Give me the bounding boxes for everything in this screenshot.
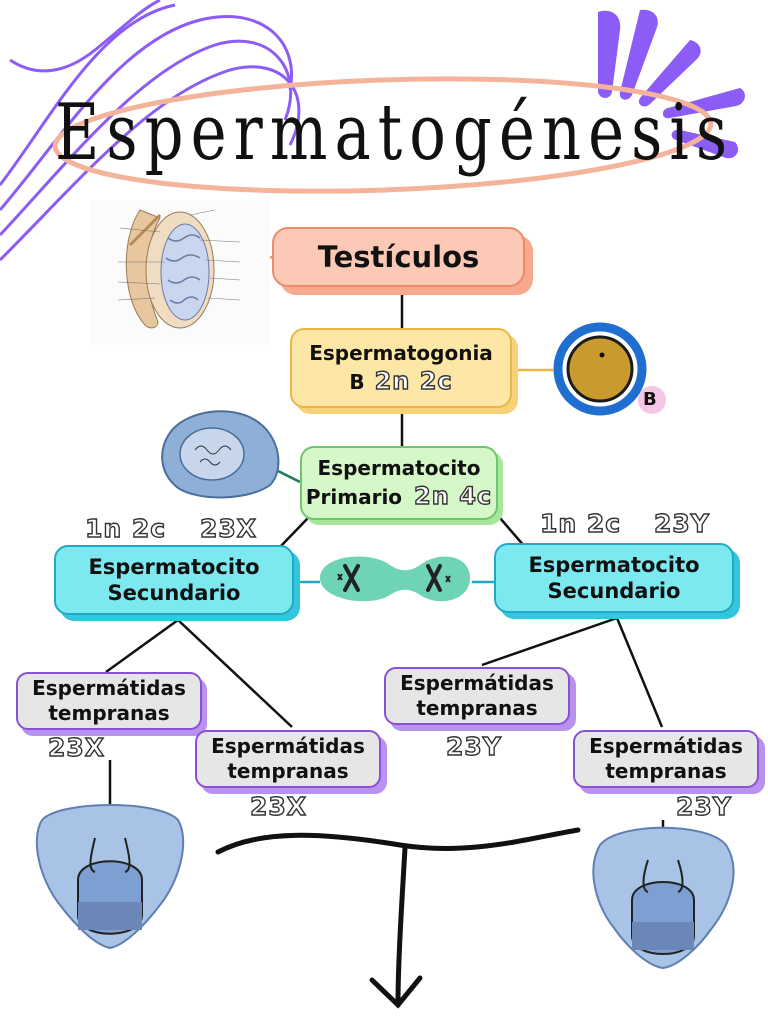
tempranas-4-chrom: 23Y [675, 791, 732, 821]
testis-illustration [90, 200, 270, 345]
tempranas-3-chrom: 23Y [445, 731, 502, 761]
title-ring [52, 76, 714, 194]
primary-spermatocyte-cell [161, 410, 280, 499]
tempranas-2-line1: Espermátidas [211, 734, 365, 758]
spermatid-cell-right [592, 826, 735, 970]
testiculos-label: Testículos [317, 239, 480, 274]
primario-line2: Primario 2n 4c [306, 481, 492, 511]
decorative-swirl-lines [0, 0, 301, 262]
tempranas-2-chrom: 23X [249, 791, 308, 821]
b-badge-label: B [643, 389, 657, 410]
primario-ploidy: 2n 4c [413, 481, 493, 510]
espermatogonia-ploidy: 2n 2c [374, 366, 453, 395]
primario-label-line1: Espermatocito [317, 455, 481, 480]
spermatogonia-cell [553, 322, 666, 416]
tempranas-1-chrom: 23X [47, 732, 106, 762]
tempranas-1-line2: tempranas [48, 701, 170, 725]
page-title: Espermatogénesis [55, 88, 735, 178]
tempranas-4-line1: Espermátidas [589, 734, 743, 758]
left-secundario-chrom: 23X [199, 513, 258, 543]
espermatogonia-type: B [349, 369, 365, 394]
espermatogonia-label: Espermatogonia [309, 340, 493, 365]
tempranas-3-line2: tempranas [416, 696, 538, 720]
left-secundario-ploidy: 1n 2c [84, 513, 167, 543]
right-secundario-chrom: 23Y [653, 508, 710, 538]
secundario-right-line1: Espermatocito [528, 552, 700, 577]
secundario-left-line1: Espermatocito [88, 554, 260, 579]
tempranas-4-box: Espermátidas tempranas [573, 730, 759, 788]
secundario-left-line2: Secundario [107, 581, 241, 605]
tempranas-2-line2: tempranas [227, 759, 349, 783]
curly-t-arrow [215, 827, 581, 1009]
espermatogonia-box: Espermatogonia B 2n 2c [290, 328, 512, 408]
accent-connectors [234, 255, 553, 584]
espermatogonia-line2: B 2n 2c [349, 366, 452, 396]
tempranas-3-line1: Espermátidas [400, 671, 554, 695]
primario-label-line2: Primario [305, 484, 403, 509]
secundario-right-box: Espermatocito Secundario [494, 543, 734, 613]
tempranas-4-line2: tempranas [605, 759, 727, 783]
tempranas-1-line1: Espermátidas [32, 676, 186, 700]
testiculos-box: Testículos [272, 227, 525, 287]
secundario-left-box: Espermatocito Secundario [54, 545, 294, 615]
secundario-right-line2: Secundario [547, 579, 681, 603]
tempranas-2-box: Espermátidas tempranas [195, 730, 381, 788]
decorative-brush-strokes [598, 9, 745, 159]
primario-box: Espermatocito Primario 2n 4c [300, 446, 498, 520]
right-secundario-ploidy: 1n 2c [539, 508, 622, 538]
tempranas-3-box: Espermátidas tempranas [384, 667, 570, 725]
spermatid-cell-left [35, 804, 185, 950]
tempranas-1-box: Espermátidas tempranas [16, 672, 202, 730]
dividing-cell [320, 556, 470, 602]
